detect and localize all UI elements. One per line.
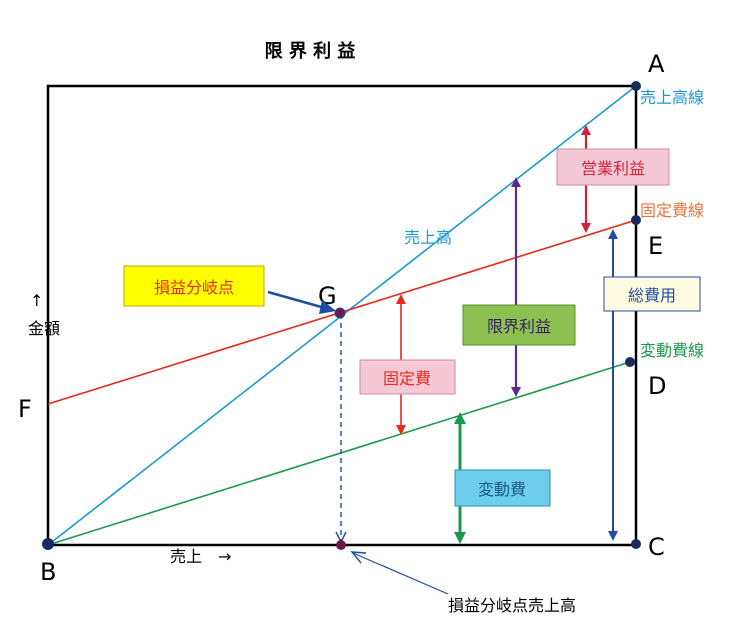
total-cost-box: 総費用 — [603, 276, 701, 312]
point-c-dot — [631, 539, 641, 549]
variable-cost-line-label: 変動費線 — [640, 341, 704, 360]
point-b-dot — [42, 538, 54, 550]
y-axis-arrow: ↑ — [30, 291, 43, 310]
point-a-dot — [631, 81, 641, 91]
point-c-label: C — [648, 533, 665, 561]
marginal-profit-box: 限界利益 — [462, 304, 576, 346]
point-a-label: A — [648, 50, 665, 78]
variable-cost-box-label: 変動費 — [478, 480, 526, 499]
sales-line-label: 売上高線 — [640, 88, 704, 107]
sales-label: 売上高 — [404, 228, 452, 247]
point-e-label: E — [648, 232, 663, 260]
diagram-title: 限 界 利 益 — [265, 40, 356, 62]
point-b-label: B — [40, 558, 56, 586]
break-even-sales-pointer-head — [350, 551, 367, 564]
break-even-pointer-arrowhead — [319, 300, 336, 314]
break-even-sales-pointer — [352, 552, 449, 595]
variable-cost-box: 変動費 — [454, 469, 551, 507]
operating-profit-box: 営業利益 — [556, 148, 670, 186]
break-even-point-box-label: 損益分岐点 — [154, 278, 234, 297]
fixed-cost-box-label: 固定費 — [383, 369, 431, 388]
x-axis-label: 売上 → — [170, 547, 231, 566]
y-axis-label: 金額 — [28, 319, 60, 338]
break-even-point-box: 損益分岐点 — [123, 265, 265, 307]
variable-cost-line — [47, 361, 631, 546]
fixed-cost-box: 固定費 — [359, 359, 456, 395]
total-cost-box-label: 総費用 — [628, 286, 676, 305]
break-even-sales-label: 損益分岐点売上高 — [448, 596, 576, 615]
point-d-dot — [625, 357, 635, 367]
break-even-sales-dot — [336, 540, 346, 550]
marginal-profit-box-label: 限界利益 — [487, 317, 551, 336]
point-g-dot — [334, 307, 346, 319]
point-f-label: F — [18, 395, 32, 423]
fixed-cost-line-label: 固定費線 — [640, 201, 704, 220]
point-d-label: D — [648, 372, 666, 400]
operating-profit-box-label: 営業利益 — [581, 159, 645, 178]
point-e-dot — [631, 215, 641, 225]
